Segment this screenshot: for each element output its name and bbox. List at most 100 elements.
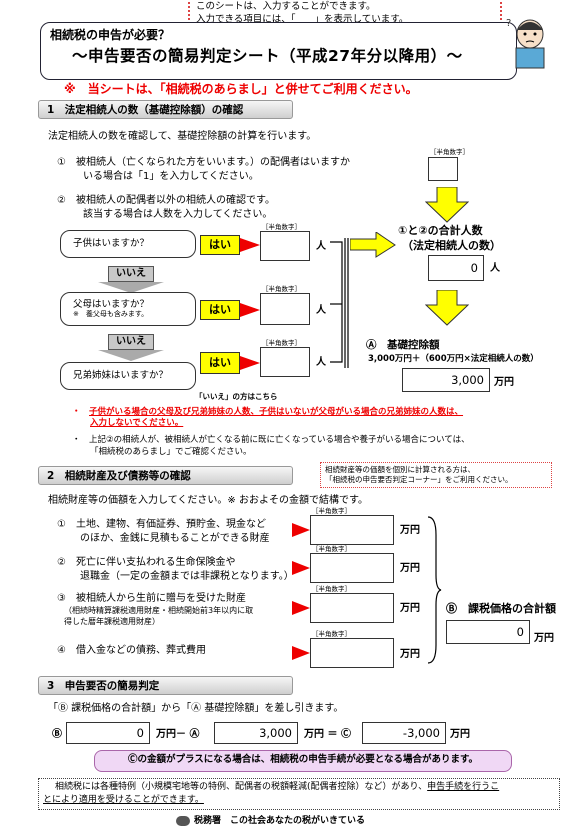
unit-man-yen: 万円 (400, 563, 420, 574)
debt-input[interactable] (310, 638, 394, 668)
asset2-text: ② 死亡に伴い支払われる生命保険金や (57, 557, 236, 568)
unit-man-yen: 万円 (494, 377, 514, 388)
section3-header: 3 申告要否の簡易判定 (38, 676, 293, 695)
yes-siblings-button[interactable]: はい (200, 352, 240, 374)
result-b-value: 0 (66, 722, 150, 744)
unit-person: 人 (316, 305, 326, 316)
equals-label: 万円 ＝ Ⓒ (304, 729, 351, 740)
footer-line1: 相続税には各種特例（小規模宅地等の特例、配偶者の税額軽減(配偶者控除）など）があ… (55, 782, 428, 792)
sum-subtitle: （法定相続人の数） (402, 239, 501, 252)
question-parents: 父母はいますか？ ※ 養父母も含みます。 (60, 292, 196, 326)
sec1-item2-subtext: 該当する場合は人数を入力してください。 (83, 209, 273, 220)
agency-footer: 税務署 この社会あなたの税がいきている (176, 813, 365, 826)
no-link[interactable]: 「いいえ」の方はこちら (195, 392, 278, 401)
section1-header: 1 法定相続人の数（基礎控除額）の確認 (38, 100, 293, 119)
asset2-input[interactable] (310, 553, 394, 583)
asset3-subtext: （相続時精算課税適用財産・相続開始前3年以内に取 (64, 606, 254, 615)
footer-line2: とにより適用を受けることができます。 (43, 795, 204, 805)
header-question: 相続税の申告が必要？ (50, 28, 171, 42)
section2-header: 2 相続財産及び債務等の確認 (38, 466, 293, 485)
unit-man-yen: 万円 (400, 649, 420, 660)
sec3-intro: 「Ⓑ 課税価格の合計額」から「Ⓐ 基礎控除額」を差し引きます。 (48, 703, 344, 714)
side-note-line2: 「相続税の申告要否判定コーナー」をご利用ください。 (325, 475, 513, 484)
halfwidth-label: ［半角数字］ (430, 148, 469, 156)
question-parents-note: ※ 養父母も含みます。 (73, 310, 149, 318)
arrow-right-icon (292, 561, 310, 575)
question-siblings-text: 兄弟姉妹はいますか？ (73, 370, 169, 381)
asset3-input[interactable] (310, 593, 394, 623)
deduction-title: Ⓐ 基礎控除額 (366, 339, 440, 351)
halfwidth-label: ［半角数字］ (262, 223, 301, 231)
siblings-count-input[interactable] (260, 347, 310, 377)
note2-line2: 「相続税のあらまし」でご確認ください。 (90, 447, 252, 457)
spouse-count-input[interactable] (428, 157, 458, 181)
result-c-value: -3,000 (362, 722, 446, 744)
note2: ・ 上記②の相続人が、被相続人が亡くなる前に既に亡くなっている場合や養子がいる場… (72, 435, 470, 457)
arrow-right-icon (240, 238, 260, 252)
sec2-intro: 相続財産等の価額を入力してください。※ おおよその金額で結構です。 (48, 495, 368, 506)
note1: ・ 子供がいる場合の父母及び兄弟姉妹の人数、子供はいないが父母がいる場合の兄弟姉… (72, 407, 464, 428)
unit-man-yen: 万円 (400, 603, 420, 614)
unit-person: 人 (316, 241, 326, 252)
label-b: Ⓑ (52, 729, 62, 740)
unit-man-yen: 万円 (450, 729, 470, 740)
result-a-value: 3,000 (214, 722, 298, 744)
deduction-formula: 3,000万円＋（600万円×法定相続人の数） (368, 354, 539, 364)
children-count-input[interactable] (260, 231, 310, 261)
sec1-item1-text: ① 被相続人（亡くなられた方をいいます。）の配偶者はいますか (57, 157, 350, 168)
basic-deduction-value: 3,000 (402, 368, 490, 392)
taxable-total-value: 0 (446, 620, 530, 644)
halfwidth-label: ［半角数字］ (262, 339, 301, 347)
unit-man-yen: 万円 (400, 525, 420, 536)
asset1-subtext: のほか、金銭に見積もることができる財産 (80, 533, 270, 544)
legal-heirs-total: 0 (428, 255, 484, 281)
bracket-lines (330, 238, 349, 368)
halfwidth-label: ［半角数字］ (312, 507, 351, 515)
brace-icon (427, 516, 442, 664)
agency-logo-icon (176, 815, 190, 826)
no-parents-button[interactable]: いいえ (108, 334, 154, 350)
halfwidth-label: ［半角数字］ (312, 630, 351, 638)
yes-children-button[interactable]: はい (200, 235, 240, 255)
arrow-right-icon (350, 232, 396, 258)
note2-line1: 上記②の相続人が、被相続人が亡くなる前に既に亡くなっている場合や養子がいる場合に… (89, 435, 470, 445)
arrow-right-icon (240, 356, 260, 370)
asset3-subtext2: 得した暦年課税適用財産） (64, 617, 160, 626)
down-arrow-icon (425, 187, 469, 223)
arrow-right-icon (292, 523, 310, 537)
halfwidth-label: ［半角数字］ (262, 285, 301, 293)
question-siblings: 兄弟姉妹はいますか？ (60, 362, 196, 390)
down-arrow-icon (98, 282, 164, 293)
asset1-text: ① 土地、建物、有価証券、預貯金、現金など (57, 519, 266, 530)
sec1-intro: 法定相続人の数を確認して、基礎控除額の計算を行います。 (48, 131, 317, 142)
svg-text:?: ? (506, 18, 511, 29)
down-arrow-icon (425, 290, 469, 326)
down-arrow-icon (98, 350, 164, 361)
arrow-right-icon (292, 646, 310, 660)
sec1-item1-subtext: いる場合は「1」を入力してください。 (83, 171, 259, 182)
minus-label: 万円－ Ⓐ (156, 729, 200, 740)
arrow-right-icon (240, 303, 260, 317)
question-children-text: 子供はいますか？ (73, 238, 150, 249)
unit-person: 人 (490, 263, 500, 274)
question-parents-text: 父母はいますか？ (73, 299, 150, 310)
no-children-button[interactable]: いいえ (108, 266, 154, 282)
unit-man-yen: 万円 (534, 633, 554, 644)
result-message: Ⓒの金額がプラスになる場合は、相続税の申告手続が必要となる場合があります。 (94, 750, 512, 772)
halfwidth-label: ［半角数字］ (312, 585, 351, 593)
total-title: Ⓑ 課税価格の合計額 (446, 602, 556, 615)
unit-person: 人 (316, 357, 326, 368)
parents-count-input[interactable] (260, 293, 310, 325)
mascot-icon: ? (506, 18, 545, 69)
usage-warning: ※ 当シートは、「相続税のあらまし」と併せてご利用ください。 (64, 82, 418, 96)
question-children: 子供はいますか？ (60, 230, 196, 258)
sec1-item2-text: ② 被相続人の配偶者以外の相続人の確認です。 (57, 195, 275, 206)
side-note: 相続財産等の価額を個別に計算される方は、 「相続税の申告要否判定コーナー」をご利… (320, 462, 552, 488)
halfwidth-label: ［半角数字］ (312, 545, 351, 553)
yes-parents-button[interactable]: はい (200, 300, 240, 320)
arrow-right-icon (292, 601, 310, 615)
asset2-subtext: 退職金（一定の金額までは非課税となります。） (80, 571, 294, 582)
agency-text: 税務署 この社会あなたの税がいきている (194, 816, 366, 826)
side-note-line1: 相続財産等の価額を個別に計算される方は、 (325, 465, 475, 474)
asset1-input[interactable] (310, 515, 394, 545)
